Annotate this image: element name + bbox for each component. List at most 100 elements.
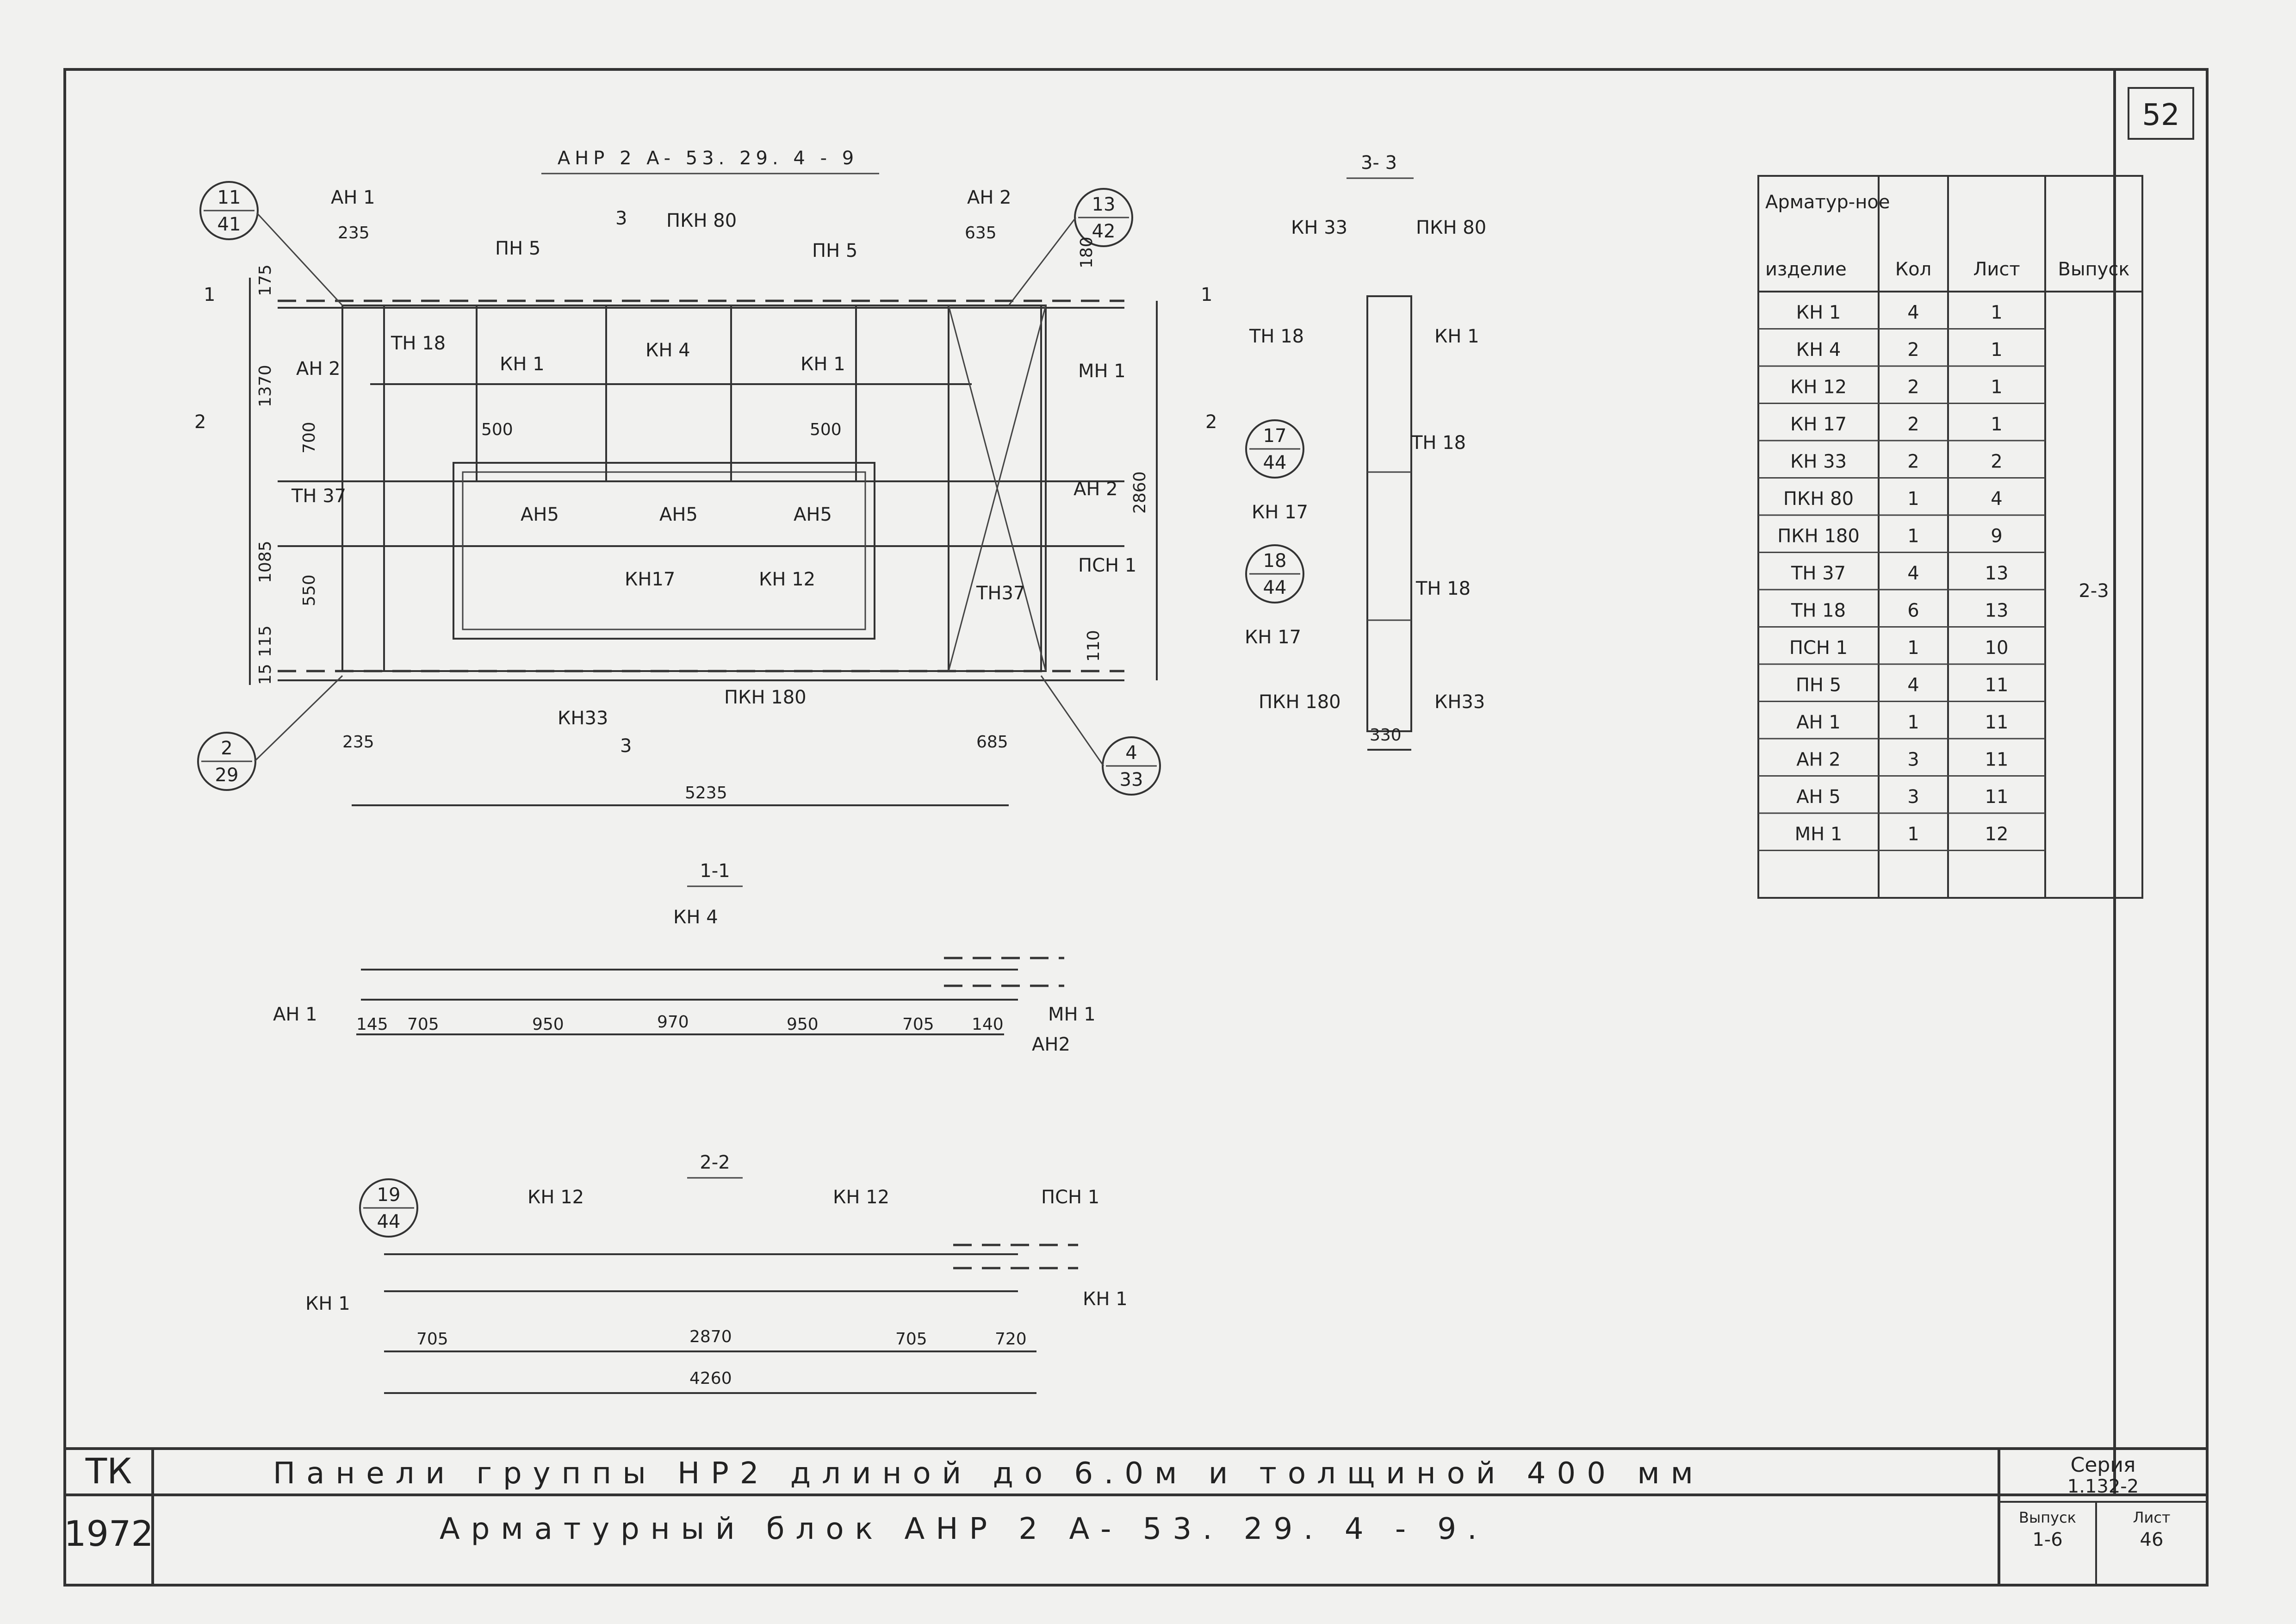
s11-dim-950-b: 950 xyxy=(787,1015,819,1034)
table-cell-qty: 2 xyxy=(1907,339,1919,361)
s11-dim-145: 145 xyxy=(356,1015,388,1034)
s33-label-kn1: КН 1 xyxy=(1434,326,1479,347)
table-cell-item: АН 5 xyxy=(1796,786,1841,808)
label-tn37-left: ТН 37 xyxy=(291,485,346,507)
spec-table: Арматур-ное изделие Кол Лист Выпуск КН 1… xyxy=(1757,175,2143,899)
title-issue-value: 1-6 xyxy=(2032,1529,2062,1550)
s33-label-tn18-a: ТН 18 xyxy=(1249,326,1304,347)
s11-dim-970: 970 xyxy=(657,1013,689,1032)
dim-500-right: 500 xyxy=(810,420,842,439)
section-mark-1-left: 1 xyxy=(204,284,215,305)
title-org: ТК xyxy=(85,1450,132,1492)
svg-text:29: 29 xyxy=(215,765,239,786)
dim-635: 635 xyxy=(965,224,997,243)
table-cell-sheet: 13 xyxy=(1985,563,2009,584)
table-cell-qty: 1 xyxy=(1907,526,1919,547)
section-mark-2-left: 2 xyxy=(194,411,206,433)
s22-label-kn12-a: КН 12 xyxy=(527,1187,584,1208)
table-cell-sheet: 4 xyxy=(1991,488,2002,510)
label-pkn180: ПКН 180 xyxy=(724,687,807,708)
section-mark-2-right: 2 xyxy=(1205,411,1217,433)
s33-label-kn17-b: КН 17 xyxy=(1245,627,1301,648)
s33-dim-330: 330 xyxy=(1370,726,1402,745)
table-cell-qty: 1 xyxy=(1907,824,1919,845)
table-cell-qty: 6 xyxy=(1907,600,1919,622)
table-outline xyxy=(1757,175,2143,899)
table-cell-item: ПКН 180 xyxy=(1777,526,1860,547)
table-cell-sheet: 11 xyxy=(1985,786,2009,808)
block-outline xyxy=(341,305,1042,672)
opening-frame xyxy=(453,462,875,640)
callout-11-41: 11 41 xyxy=(199,181,343,306)
section-11-title: 1-1 xyxy=(700,860,730,882)
table-cell-qty: 4 xyxy=(1907,675,1919,696)
table-cell-sheet: 11 xyxy=(1985,749,2009,771)
table-cell-item: АН 2 xyxy=(1796,749,1841,771)
table-cell-sheet: 11 xyxy=(1985,675,2009,696)
dim-235-top: 235 xyxy=(338,224,370,243)
title-sheet-label: Лист xyxy=(2133,1509,2170,1526)
label-pn5-right: ПН 5 xyxy=(812,240,857,261)
s11-dim-140: 140 xyxy=(972,1015,1004,1034)
title-line-2: Арматурный блок АНР 2 А- 53. 29. 4 - 9. xyxy=(440,1512,1488,1546)
label-an2-top: АН 2 xyxy=(967,187,1011,208)
s22-label-kn1-right: КН 1 xyxy=(1083,1288,1128,1310)
svg-text:33: 33 xyxy=(1120,769,1143,790)
table-release-value: 2-3 xyxy=(2079,580,2109,602)
label-tn18: ТН 18 xyxy=(391,333,446,354)
section-3-3: 3- 3 КН 33 ПКН 80 ТН 18 КН 1 ТН 18 КН 17… xyxy=(1245,152,1486,751)
title-sheet-value: 46 xyxy=(2140,1529,2164,1550)
table-cell-sheet: 1 xyxy=(1991,414,2002,435)
label-an5-c: АН5 xyxy=(794,504,832,525)
plan-view: АНР 2 А- 53. 29. 4 - 9 11 41 xyxy=(194,148,1217,806)
s22-label-kn12-b: КН 12 xyxy=(833,1187,889,1208)
table-cell-sheet: 9 xyxy=(1991,526,2002,547)
section-1-1: 1-1 КН 4 АН 1 МН 1 АН2 145 705 950 970 9… xyxy=(273,860,1096,1055)
dim-1370: 1370 xyxy=(256,365,275,407)
label-kn12: КН 12 xyxy=(759,569,815,590)
section-mark-3-top: 3 xyxy=(615,208,627,229)
s11-label-an1: АН 1 xyxy=(273,1004,317,1025)
section-mark-1-right: 1 xyxy=(1201,284,1212,305)
label-an2-right: АН 2 xyxy=(1074,479,1118,500)
svg-text:19: 19 xyxy=(377,1184,401,1206)
s33-label-pkn80: ПКН 80 xyxy=(1416,217,1486,238)
dim-550: 550 xyxy=(300,574,319,606)
section-33-title: 3- 3 xyxy=(1361,152,1397,174)
callout-4-33: 4 33 xyxy=(1040,675,1161,796)
dim-15: 15 xyxy=(256,664,275,685)
table-cell-sheet: 10 xyxy=(1985,637,2009,659)
label-an2-left: АН 2 xyxy=(296,358,341,380)
s33-label-pkn180: ПКН 180 xyxy=(1259,691,1341,713)
svg-text:41: 41 xyxy=(217,214,241,235)
table-cell-item: ПСН 1 xyxy=(1789,637,1848,659)
dim-1085: 1085 xyxy=(256,541,275,583)
title-issue-label: Выпуск xyxy=(2019,1509,2076,1526)
s22-label-psn1: ПСН 1 xyxy=(1041,1187,1099,1208)
table-cell-item: КН 33 xyxy=(1790,451,1847,473)
callout-19-44: 19 44 xyxy=(359,1178,418,1238)
label-kn1-left: КН 1 xyxy=(500,354,545,375)
opening-inner xyxy=(462,471,866,630)
title-line-1: Панели группы НР2 длиной до 6.0м и толщи… xyxy=(273,1456,1704,1491)
s22-dim-705-b: 705 xyxy=(895,1330,927,1349)
table-header-sheet: Лист xyxy=(1973,259,2020,280)
label-psn1: ПСН 1 xyxy=(1078,555,1136,576)
table-cell-qty: 3 xyxy=(1907,786,1919,808)
table-cell-item: КН 17 xyxy=(1790,414,1847,435)
table-header-release: Выпуск xyxy=(2058,259,2130,280)
table-cell-item: МН 1 xyxy=(1795,824,1843,845)
s11-label-mn1: МН 1 xyxy=(1048,1004,1096,1025)
title-block: ТК 1972 Панели группы НР2 длиной до 6.0м… xyxy=(64,1447,2207,1585)
plan-title: АНР 2 А- 53. 29. 4 - 9 xyxy=(558,148,858,169)
sheet-number-box xyxy=(2128,87,2194,140)
dim-500-left: 500 xyxy=(481,420,513,439)
table-cell-sheet: 13 xyxy=(1985,600,2009,622)
title-series-label: Серия xyxy=(2071,1453,2136,1477)
label-kn17: КН17 xyxy=(625,569,675,590)
label-mn1: МН 1 xyxy=(1078,361,1126,382)
table-cell-item: ТН 37 xyxy=(1791,563,1846,584)
label-pn5-left: ПН 5 xyxy=(495,238,540,259)
